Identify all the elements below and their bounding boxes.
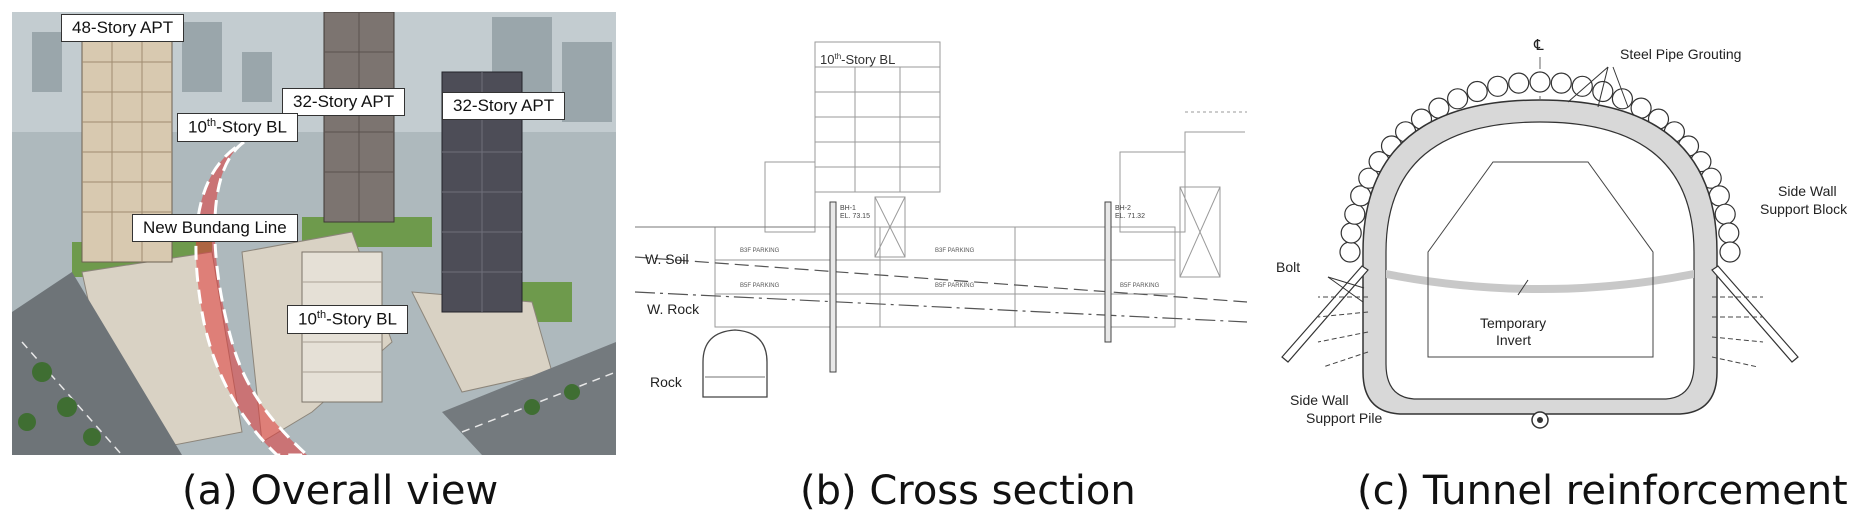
label-side-wall-block-2: Support Block (1760, 201, 1848, 217)
label-32-story-apt-left: 32-Story APT (282, 88, 406, 116)
grout-pipe (1508, 72, 1530, 94)
grout-pipe (1708, 185, 1730, 207)
grout-pipe (1447, 88, 1469, 110)
centerline-mark: ℄ (1533, 37, 1544, 54)
grout-pipe (1592, 80, 1614, 103)
label-parking-5: B5F PARKING (1120, 283, 1160, 289)
grout-pipe (1339, 241, 1361, 263)
label-parking-3: B5F PARKING (740, 283, 780, 289)
grout-pipe (1611, 88, 1633, 110)
grout-pipe (1529, 71, 1551, 93)
label-w-rock: W. Rock (647, 301, 700, 317)
label-bolt: Bolt (1276, 259, 1300, 275)
label-parking-4: B5F PARKING (935, 283, 975, 289)
grout-pipe (1714, 203, 1736, 225)
label-10th-story-bl: 10th-Story BL (820, 52, 895, 67)
grout-pipe (1487, 75, 1509, 97)
label-bh1: BH-1 (840, 205, 856, 212)
label-parking-1: B3F PARKING (740, 248, 780, 254)
grout-pipe (1550, 72, 1572, 94)
grout-pipe (1344, 203, 1366, 225)
caption-overall-view: (a) Overall view (182, 468, 499, 514)
grout-pipe (1719, 241, 1741, 263)
label-temporary-invert-2: Invert (1496, 332, 1531, 348)
grout-pipe (1571, 75, 1593, 97)
label-48-story-apt: 48-Story APT (61, 14, 185, 42)
label-side-wall-pile-1: Side Wall (1290, 392, 1349, 408)
label-side-wall-block-1: Side Wall (1778, 183, 1837, 199)
label-rock: Rock (650, 374, 683, 390)
label-bh1-el: EL. 73.15 (840, 213, 870, 220)
caption-cross-section: (b) Cross section (800, 468, 1136, 514)
steel-pipe-ring (1339, 71, 1741, 263)
tunnel-section-drawing: ℄ Steel Pipe Grouting Side Wall Support … (1276, 37, 1848, 429)
grout-pipe (1718, 222, 1740, 244)
caption-tunnel-reinforcement: (c) Tunnel reinforcement (1357, 468, 1848, 514)
cross-section-drawing: 10th-Story BL W. Soil W. Rock Rock BH-1 … (634, 41, 1248, 398)
tunnel-reinforcement-panel: ℄ Steel Pipe Grouting Side Wall Support … (1268, 12, 1863, 455)
grout-pipe (1466, 80, 1488, 103)
grout-pipe (1340, 222, 1362, 244)
label-side-wall-pile-2: Support Pile (1306, 410, 1382, 426)
overall-view-illustration (12, 11, 617, 457)
label-new-bundang-line: New Bundang Line (132, 214, 298, 242)
grout-pipe (1350, 185, 1372, 207)
label-parking-2: B3F PARKING (935, 248, 975, 254)
label-bh2: BH-2 (1115, 205, 1131, 212)
cross-section-panel: 10th-Story BL W. Soil W. Rock Rock BH-1 … (634, 12, 1248, 455)
label-w-soil: W. Soil (645, 251, 689, 267)
label-10th-story-bl-bottom: 10th-Story BL (287, 305, 408, 334)
label-temporary-invert-1: Temporary (1480, 315, 1546, 331)
overall-view-panel: 48-Story APT 32-Story APT 32-Story APT 1… (12, 11, 617, 457)
label-bh2-el: EL. 71.32 (1115, 213, 1145, 220)
label-32-story-apt-right: 32-Story APT (442, 92, 566, 120)
label-10th-story-bl-top: 10th-Story BL (177, 113, 298, 142)
label-steel-pipe-grouting: Steel Pipe Grouting (1620, 46, 1741, 62)
